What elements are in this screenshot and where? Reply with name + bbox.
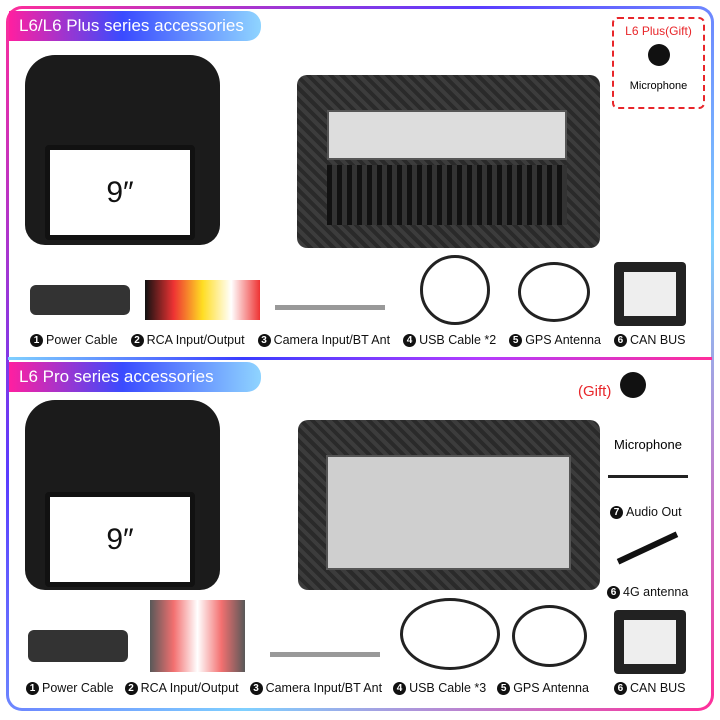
item-number-badge: 5 [497,681,511,695]
screen-size: 9″ [106,522,134,556]
item-label: Camera Input/BT Ant [273,333,391,347]
item-label: USB Cable *3 [409,681,487,695]
item-number-badge: 1 [30,333,43,347]
item-label: GPS Antenna [525,333,601,347]
item-number-badge: 4 [393,681,407,695]
item-number-badge: 6 [613,681,627,695]
rca-cable-image [145,280,260,320]
item-label: GPS Antenna [513,681,589,695]
item-number-badge: 2 [130,333,144,347]
section-title-l6-plus: L6/L6 Plus series accessories [9,11,261,41]
gift-box: L6 Plus(Gift) Microphone [612,17,705,109]
gift-tag: L6 Plus(Gift) [625,24,692,38]
item-number-badge: 6 [607,585,620,599]
screen: 9″ [45,492,195,587]
camera-cable-image [275,305,385,310]
head-unit-back-image [297,75,600,248]
item-number-badge: 4 [403,333,417,347]
gps-antenna-image [518,262,590,322]
item-number-badge: 6 [613,333,627,347]
power-cable-image [28,630,128,662]
gps-antenna-image [512,605,587,667]
microphone-image [647,44,670,66]
gift-label: Microphone [629,80,688,92]
section-divider [8,357,712,360]
camera-cable-image [270,652,380,657]
microphone-image [620,372,646,398]
item-label: 4G antenna [623,585,689,599]
item-number-badge: 7 [610,505,623,519]
item-label: RCA Input/Output [146,333,245,347]
can-bus-image [614,262,686,326]
power-cable-image [30,285,130,315]
item-label: Camera Input/BT Ant [265,681,383,695]
gift-label: Microphone [614,437,682,452]
section-title-l6-pro: L6 Pro series accessories [9,362,261,392]
screen-size: 9″ [106,175,134,209]
item-number-badge: 2 [124,681,138,695]
item-number-badge: 5 [509,333,523,347]
can-bus-image [614,610,686,674]
rca-cable-image [150,600,245,672]
head-unit-back-image [298,420,600,590]
gift-tag: (Gift) [578,383,612,400]
usb-cable-image [420,255,490,325]
item-number-badge: 1 [26,681,39,695]
item-label: Audio Out [626,505,682,519]
item-label: Power Cable [46,333,118,347]
item-label: CAN BUS [629,681,686,695]
item-label: CAN BUS [629,333,686,347]
item-label: RCA Input/Output [140,681,239,695]
dash-frame-image: 9″ [25,400,220,590]
audio-out-image [608,475,688,487]
usb-cable-image [400,598,500,670]
item-label: USB Cable *2 [419,333,497,347]
screen: 9″ [45,145,195,240]
item-label: Power Cable [42,681,114,695]
item-number-badge: 3 [257,333,271,347]
dash-frame-image: 9″ [25,55,220,245]
item-number-badge: 3 [249,681,263,695]
